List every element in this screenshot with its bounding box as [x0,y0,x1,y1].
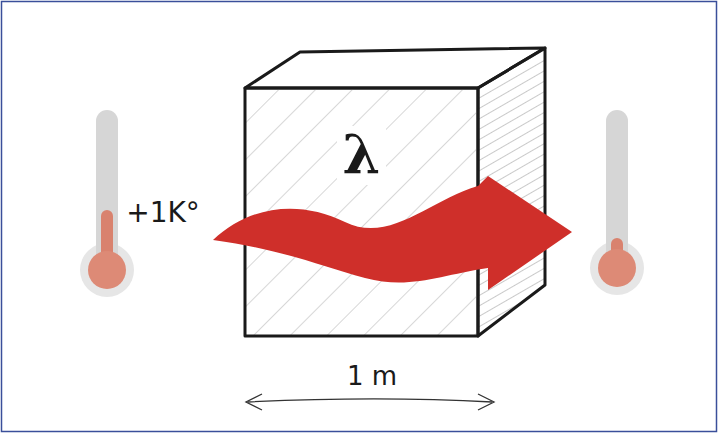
dimension-label: 1 m [345,361,399,391]
temperature-label: +1K° [124,196,202,229]
symbol-label: λ [337,126,387,185]
cube-face: λ [245,88,478,336]
thermometer-right [590,110,644,295]
heat-flow-arrow [213,176,572,290]
dimension-arrow [246,394,494,410]
